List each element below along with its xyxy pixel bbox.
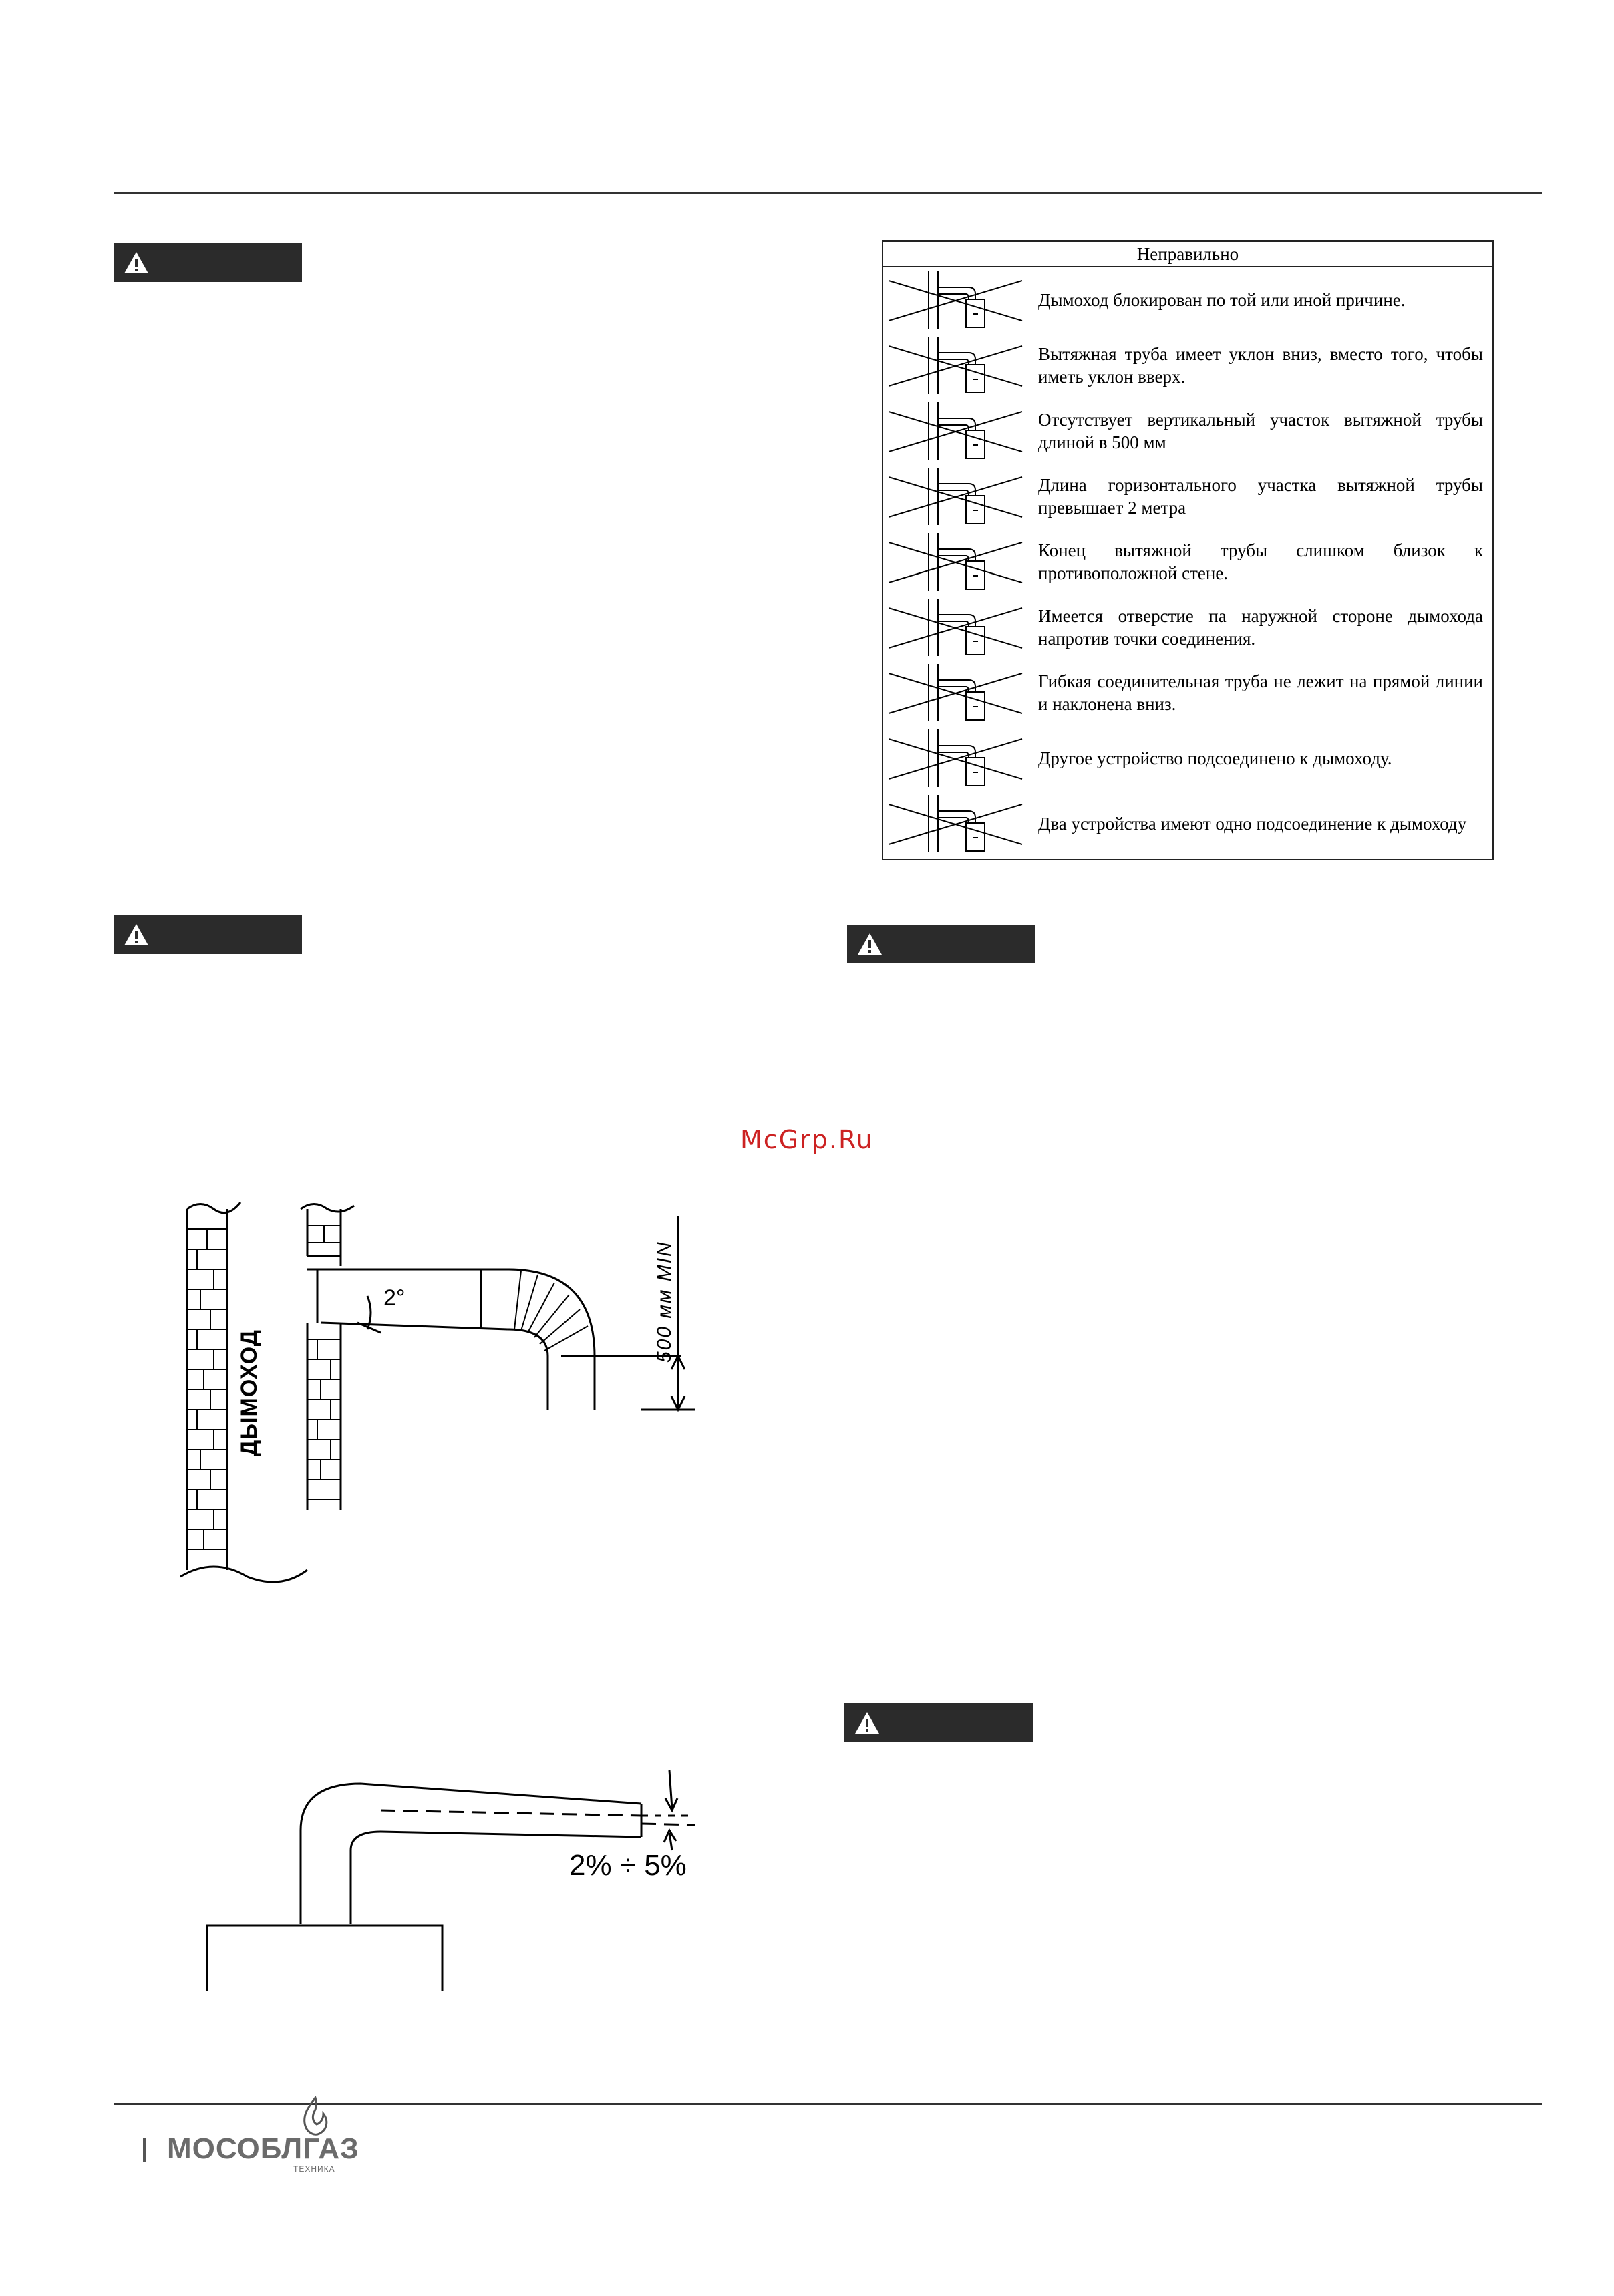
table-header: Неправильно [883,242,1492,267]
chimney-connection-diagram [180,1202,695,1583]
table-row: Конец вытяжной трубы слишком близок к пр… [883,529,1492,595]
logo-divider [143,2138,146,2162]
table-row: Отсутствует вертикальный участок вытяжно… [883,398,1492,464]
table-row: Длина горизонтального участка вытяжной т… [883,464,1492,529]
missing-vertical-section-icon [889,402,1023,460]
table-row-text: Другое устройство подсоединено к дымоход… [1038,748,1392,768]
table-row-text: Дымоход блокирован по той или иной причи… [1038,290,1406,310]
warning-icon [858,933,882,955]
downward-slope-icon [889,337,1023,394]
table-row: Другое устройство подсоединено к дымоход… [883,725,1492,791]
slope-label: 2% ÷ 5% [569,1849,687,1882]
pipe-near-wall-icon [889,533,1023,591]
table-row-text: Два устройства имеют одно подсоединение … [1038,814,1467,834]
warning-bar-1 [114,243,302,282]
min-distance-label: 500 мм MIN [653,1241,675,1363]
table-row-text: Вытяжная труба имеет уклон вниз, вместо … [1038,344,1483,387]
other-device-icon [889,729,1023,787]
flame-icon [303,2096,328,2136]
pipe-slope-diagram [206,1770,695,1991]
table-row: Имеется отверстие па наружной стороне ды… [883,595,1492,660]
incorrect-installations-table: Неправильно Дымоход блокирован по той ил… [882,240,1494,860]
warning-icon [124,924,148,945]
footer-rule [114,2103,1542,2105]
angle-label: 2° [383,1285,406,1311]
table-row-text: Конец вытяжной трубы слишком близок к пр… [1038,540,1483,583]
opening-opposite-icon [889,599,1023,656]
table-row-text: Длина горизонтального участка вытяжной т… [1038,475,1483,518]
table-row: Дымоход блокирован по той или иной причи… [883,267,1492,333]
mosoblgaz-logo: МОСОБЛГАЗ ТЕХНИКА [143,2096,363,2191]
table-row-text: Гибкая соединительная труба не лежит на … [1038,671,1483,714]
table-row: Два устройства имеют одно подсоединение … [883,791,1492,856]
table-row: Вытяжная труба имеет уклон вниз, вместо … [883,333,1492,398]
warning-icon [124,252,148,273]
two-devices-icon [889,795,1023,852]
table-row-text: Отсутствует вертикальный участок вытяжно… [1038,409,1483,452]
logo-subtitle: ТЕХНИКА [293,2164,335,2174]
warning-bar-2 [114,915,302,954]
flexible-pipe-icon [889,664,1023,721]
long-horizontal-section-icon [889,468,1023,525]
blocked-chimney-icon [889,271,1023,329]
watermark: McGrp.Ru [740,1125,874,1154]
warning-icon [855,1712,879,1734]
warning-bar-4 [844,1703,1033,1742]
table-row: Гибкая соединительная труба не лежит на … [883,660,1492,725]
chimney-label: ДЫМОХОД [236,1329,262,1456]
logo-name: МОСОБЛГАЗ [167,2132,359,2165]
header-rule [114,192,1542,194]
warning-bar-3 [847,925,1035,963]
table-row-text: Имеется отверстие па наружной стороне ды… [1038,606,1483,649]
